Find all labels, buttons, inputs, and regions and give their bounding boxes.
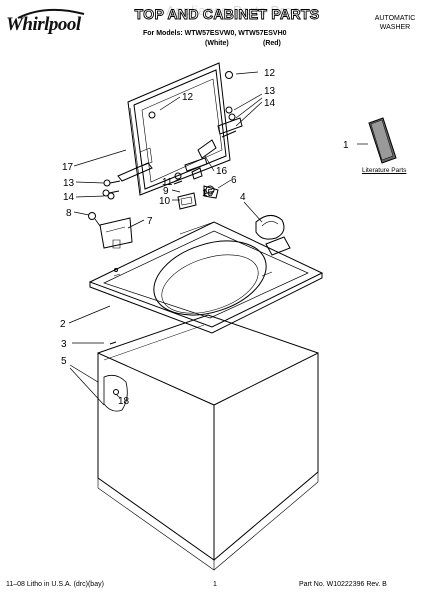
callout-9: 9: [163, 186, 169, 197]
callout-3: 3: [61, 339, 67, 350]
callout-12-upper: 12: [264, 68, 276, 79]
footer-page-number: 1: [213, 581, 217, 588]
footer-part-number: Part No. W10222396 Rev. B: [299, 581, 387, 588]
brand-logo: Whirlpool: [6, 14, 81, 35]
callout-4: 4: [240, 192, 246, 203]
lid-assembly: [127, 62, 233, 196]
literature-parts-label: Literature Parts: [362, 167, 407, 174]
callout-14-right: 14: [264, 98, 276, 109]
variant-red: (Red): [263, 40, 281, 47]
page-title: TOP AND CABINET PARTS: [134, 6, 320, 23]
variant-white: (White): [205, 40, 229, 47]
callout-12-lid: 12: [182, 92, 194, 103]
top-panel: [88, 221, 324, 334]
callout-11: 11: [162, 177, 173, 188]
callout-17: 17: [62, 162, 74, 173]
model-numbers: For Models: WTW57ESVW0, WTW57ESVH0: [143, 30, 287, 37]
callout-13-left: 13: [63, 178, 75, 189]
lid-switch-part: [255, 215, 285, 240]
callout-7: 7: [147, 216, 153, 227]
literature-parts-icon: [368, 117, 397, 164]
appliance-type: AUTOMATIC WASHER: [374, 15, 416, 31]
lid-hinge-parts: [173, 106, 243, 210]
left-hinge-screws: [88, 147, 153, 249]
callout-18: 18: [118, 396, 130, 407]
callout-8: 8: [66, 208, 72, 219]
callout-10: 10: [159, 196, 171, 207]
watermark: Appliance Parts Pros: [166, 3, 300, 18]
callout-numbers: 1 2 3 4 5 6 7 8 9 10 11 12 12 13 13 14 1…: [60, 68, 349, 407]
leader-lines: [68, 71, 368, 406]
footer-print-info: 11–08 Litho in U.S.A. (drc)(bay): [6, 581, 104, 588]
callout-16: 16: [216, 166, 228, 177]
cabinet: [97, 314, 319, 571]
callout-1: 1: [343, 140, 349, 151]
whirlpool-logo-swoosh: [17, 8, 85, 19]
callout-6: 6: [231, 175, 237, 186]
callout-15: 15: [202, 188, 214, 199]
callout-2: 2: [60, 319, 66, 330]
callout-13-right: 13: [264, 86, 276, 97]
callout-5: 5: [61, 356, 67, 367]
callout-14-left: 14: [63, 192, 75, 203]
